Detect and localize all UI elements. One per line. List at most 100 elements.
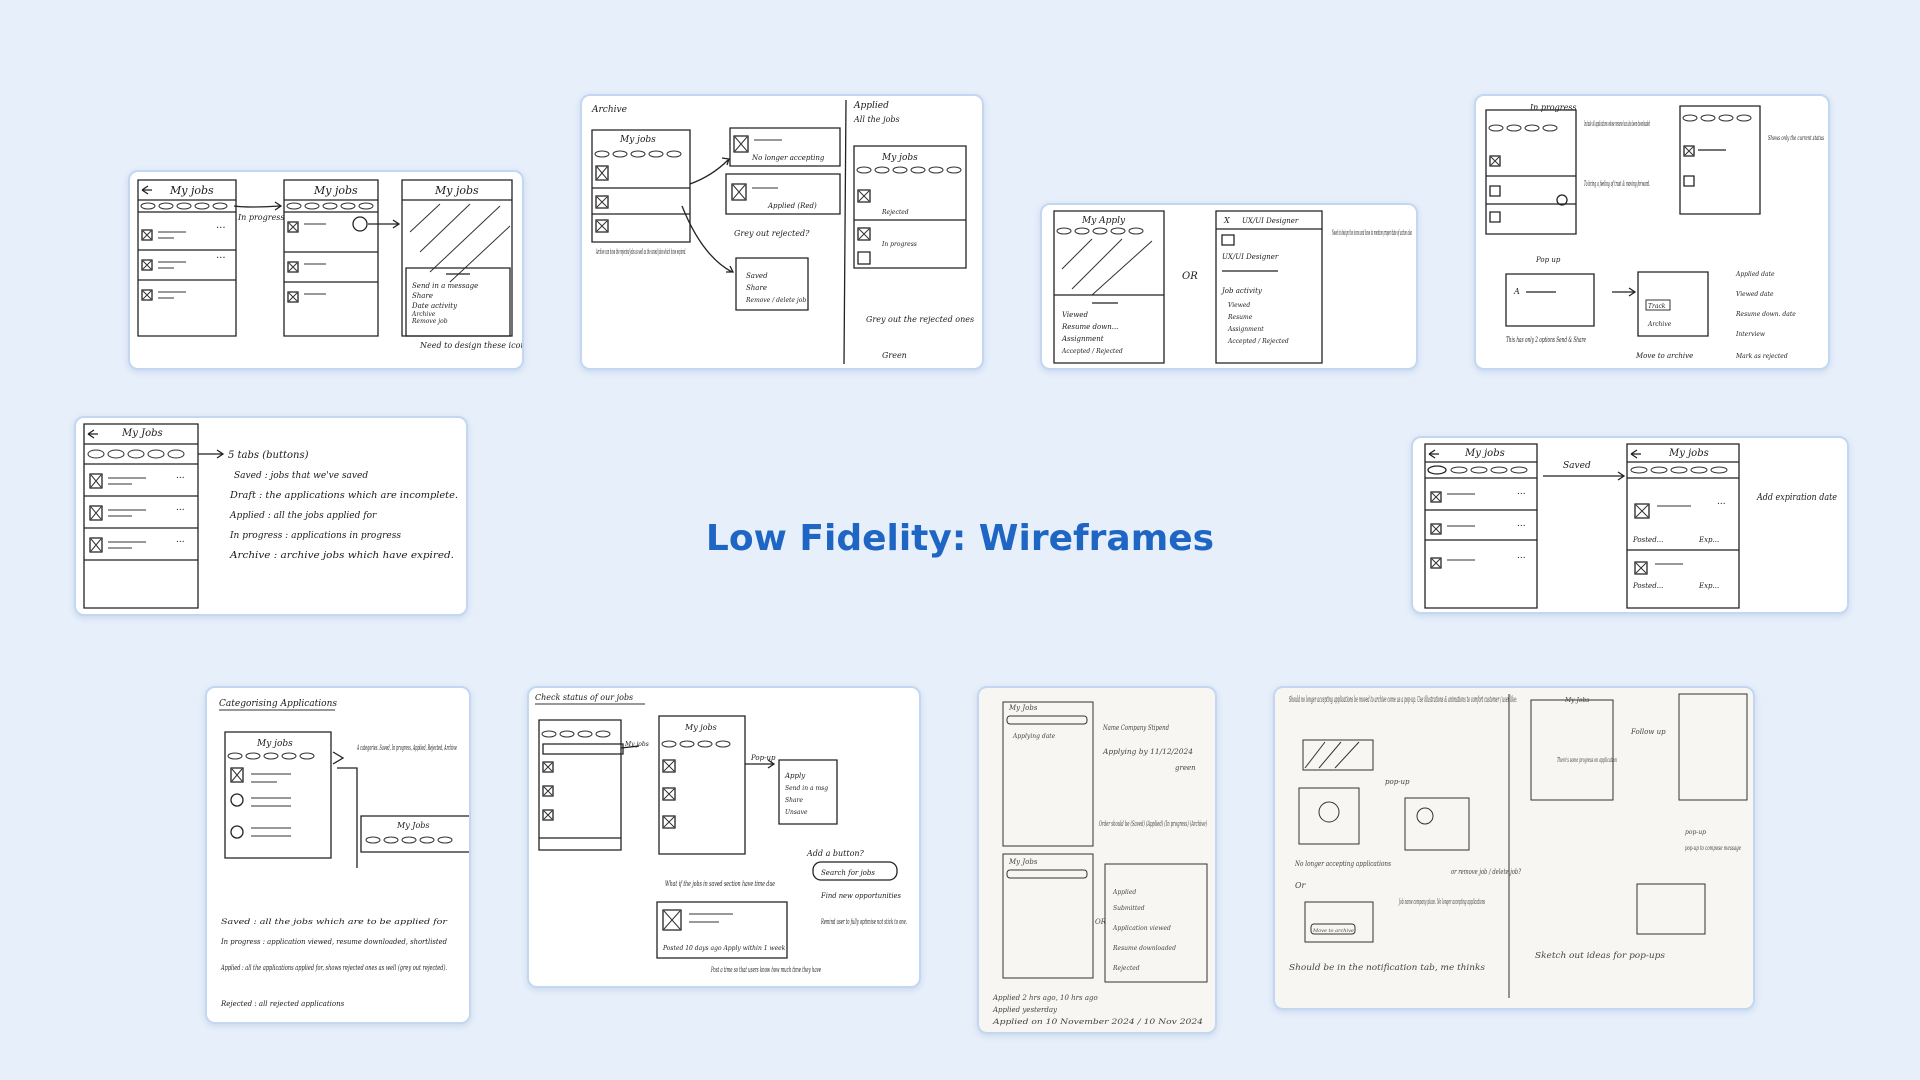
- list-item: Resume: [1227, 314, 1253, 321]
- sketch-drawing: In progress Include all applications who…: [1476, 96, 1828, 368]
- heading: In progress: [1529, 103, 1577, 112]
- footer-line: Applied 2 hrs ago, 10 hrs ago: [992, 994, 1098, 1002]
- note: Applying by 11/12/2024: [1102, 748, 1193, 756]
- screen1-title: My jobs: [169, 184, 214, 197]
- screen2-title: My jobs: [684, 723, 717, 732]
- popup-item: Apply: [784, 772, 806, 780]
- svg-text:...: ...: [176, 535, 185, 545]
- order-note: Order should be (Saved) (Applied) (In pr…: [1099, 820, 1207, 828]
- grey-note: Grey out the rejected ones: [866, 315, 974, 324]
- svg-text:...: ...: [1517, 487, 1526, 497]
- sketch-note: Sketch out ideas for pop-ups: [1535, 951, 1665, 960]
- menu-item: Archive: [411, 311, 436, 318]
- archive-heading: Archive: [591, 105, 627, 115]
- wireframe-sketch-five-tabs: My Jobs ... ... ... 5 tabs (buttons) Sav…: [74, 416, 468, 616]
- sketch-note: Need to design these icons: [419, 341, 522, 350]
- or-label: Or: [1295, 881, 1307, 890]
- status-in-progress: In progress: [881, 241, 917, 248]
- sketch-drawing: Archive Applied All the jobs My jobs Arc…: [582, 96, 982, 368]
- category-line: Saved : all the jobs which are to be app…: [221, 918, 448, 926]
- note: green: [1175, 764, 1196, 772]
- footer-line: Applied on 10 November 2024 / 10 Nov 202…: [992, 1018, 1203, 1026]
- sketch-drawing: Should no longer accepting applications …: [1275, 688, 1753, 1008]
- note2: To bring a feeling of trust & moving for…: [1584, 180, 1650, 188]
- top-note: Should no longer accepting applications …: [1289, 695, 1517, 704]
- archive-label: Archive: [1647, 321, 1672, 328]
- wireframe-sketch-job-activity: My Apply Viewed Resume down... Assignmen…: [1040, 203, 1418, 370]
- applying-label: Applying date: [1012, 733, 1056, 740]
- popup-item: Share: [785, 797, 803, 804]
- archive-note: Archive can have the rejected jobs as we…: [596, 248, 686, 256]
- screen3-title: My jobs: [434, 184, 479, 197]
- question-label: Add a button?: [806, 849, 865, 858]
- side-item: Applied date: [1735, 271, 1775, 278]
- wireframe-sketch-check-status: Check status of our jobs My jobs My jobs…: [527, 686, 921, 988]
- note: Name Company Stipend: [1102, 724, 1169, 732]
- svg-text:...: ...: [1517, 519, 1526, 529]
- follow-up: Follow up: [1630, 728, 1666, 736]
- sketch-drawing: My jobs ... ... In progress My jobs My j…: [130, 172, 522, 368]
- svg-text:...: ...: [1717, 497, 1726, 507]
- side-item: Interview: [1735, 331, 1766, 338]
- popup-item: Unsave: [785, 809, 808, 816]
- category-line: Applied : all the applications applied f…: [220, 964, 447, 972]
- popup-item: Send in a msg: [785, 785, 828, 792]
- green-note: Green: [882, 351, 907, 360]
- sketch-drawing: My Jobs ... ... ... 5 tabs (buttons) Sav…: [76, 418, 466, 614]
- note1: Include all applications whose resume ha…: [1584, 120, 1650, 128]
- screen-title: My jobs: [619, 135, 656, 145]
- list-item: Resume downloaded: [1112, 945, 1176, 952]
- tabs-note: 5 tabs (buttons): [228, 450, 309, 461]
- list-item: Viewed: [1062, 311, 1088, 319]
- move-label: Move to archive: [1312, 928, 1354, 934]
- caption1: No longer accepting applications: [1294, 860, 1391, 868]
- side-item: Viewed date: [1736, 291, 1774, 298]
- heading: Categorising Applications: [219, 699, 337, 709]
- popup-note: This has only 2 options Send & Share: [1506, 336, 1586, 344]
- what-if-note: What if the jobs in saved section have t…: [665, 880, 775, 888]
- exp-label: Exp...: [1698, 536, 1719, 544]
- side-item: Mark as rejected: [1735, 353, 1788, 360]
- footer-line: Applied yesterday: [992, 1006, 1058, 1014]
- menu-item: Share: [746, 284, 767, 292]
- svg-text:X: X: [1223, 216, 1230, 225]
- applied-heading: Applied: [853, 101, 889, 111]
- compose-note: pop-up to compose message: [1685, 845, 1741, 852]
- sketch-drawing: My Jobs Applying date Name Company Stipe…: [979, 688, 1215, 1032]
- screen1-title: My jobs: [624, 741, 649, 748]
- note3: Shows only the current status: [1768, 135, 1824, 142]
- menu-item: Send in a message: [412, 282, 478, 290]
- screen-title-2: My jobs: [881, 153, 918, 163]
- svg-text:...: ...: [176, 503, 185, 513]
- remind-note: Remind user to fully optimise not stick …: [820, 918, 907, 926]
- screen-title: My jobs: [256, 739, 293, 749]
- sketch-drawing: Check status of our jobs My jobs My jobs…: [529, 688, 919, 986]
- tab-line: Saved : jobs that we've saved: [234, 471, 368, 481]
- or-label: OR: [1182, 271, 1198, 282]
- svg-text:...: ...: [216, 250, 226, 261]
- track-label: Track: [1648, 303, 1666, 310]
- there-note: There's some progress on application: [1557, 757, 1617, 764]
- category-line: In progress : application viewed, resume…: [220, 938, 447, 946]
- arrow-label: Saved: [1563, 461, 1591, 471]
- wireframe-sketch-order-and-dates: My Jobs Applying date Name Company Stipe…: [977, 686, 1217, 1034]
- find-note: Find new opportunities: [820, 892, 901, 900]
- list-item: Assignment: [1061, 335, 1104, 343]
- wireframe-sketch-my-jobs-menu: My jobs ... ... In progress My jobs My j…: [128, 170, 524, 370]
- screen2-title: My Jobs: [396, 821, 430, 830]
- posted-line: Posted 10 days ago Apply within 1 week: [662, 945, 786, 952]
- svg-text:...: ...: [176, 471, 185, 481]
- popup-label-2: pop-up: [1685, 829, 1706, 836]
- screen2-title: UX/UI Designer: [1242, 217, 1299, 225]
- menu-item: Remove / delete job: [745, 297, 806, 304]
- move-label: Move to archive: [1635, 352, 1693, 360]
- heading: Check status of our jobs: [535, 693, 633, 702]
- list-item: Resume down...: [1061, 323, 1118, 331]
- wireframe-sketch-saved-expiration: My jobs ... ... ... Saved My jobs ... Po…: [1411, 436, 1849, 614]
- tab-line: Applied : all the jobs applied for: [229, 511, 377, 521]
- list-item: Application viewed: [1112, 925, 1171, 932]
- menu-item: Date activity: [411, 302, 458, 310]
- wireframe-sketch-popups: Should no longer accepting applications …: [1273, 686, 1755, 1010]
- popup-label: Pop up: [1535, 256, 1561, 264]
- list-item: Assignment: [1227, 326, 1264, 333]
